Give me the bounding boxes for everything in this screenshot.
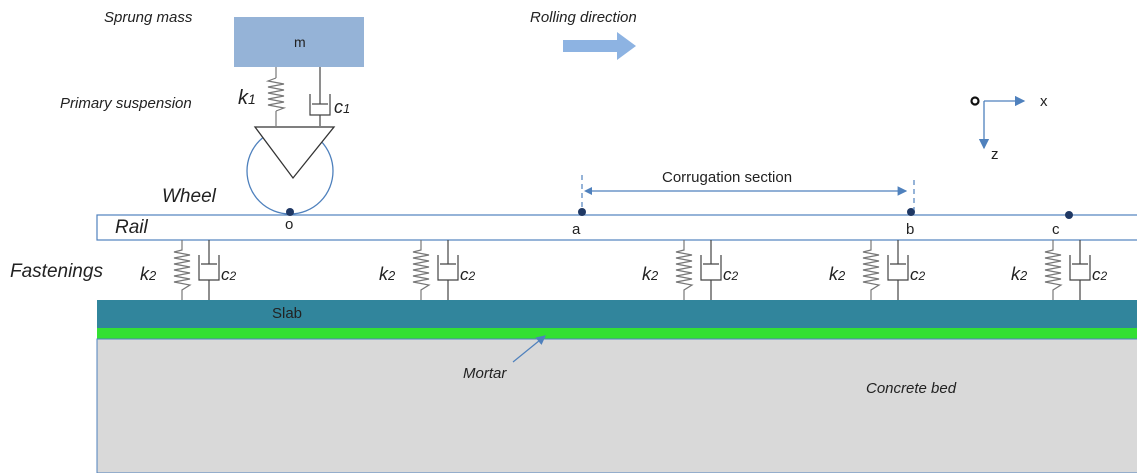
point-a-marker bbox=[578, 208, 586, 216]
fastening-spring bbox=[1044, 240, 1063, 300]
fastening-damper-label: c2 bbox=[460, 265, 476, 284]
point-o-marker bbox=[286, 208, 294, 216]
fastening-damper bbox=[198, 240, 220, 300]
sprung-mass-label: Sprung mass bbox=[104, 9, 193, 26]
mortar-label: Mortar bbox=[463, 365, 507, 382]
primary-spring bbox=[265, 67, 287, 126]
fastening-unit: k2 c2 bbox=[379, 240, 476, 300]
primary-damper bbox=[309, 67, 331, 126]
fastening-unit: k2 c2 bbox=[1011, 240, 1108, 300]
mortar-pointer-arrow bbox=[512, 335, 546, 363]
point-c-marker bbox=[1065, 211, 1073, 219]
wheel-triangle bbox=[253, 126, 336, 180]
wheel-label: Wheel bbox=[162, 186, 217, 207]
fastening-spring bbox=[412, 240, 431, 300]
concrete-bed-layer bbox=[96, 338, 1137, 473]
fastening-spring bbox=[675, 240, 694, 300]
fastening-damper-label: c2 bbox=[910, 265, 926, 284]
point-b-label: b bbox=[906, 221, 914, 238]
slab-label: Slab bbox=[272, 305, 302, 322]
point-a-label: a bbox=[572, 221, 581, 238]
rail-label: Rail bbox=[115, 217, 149, 238]
primary-damper-label: c1 bbox=[334, 97, 350, 117]
fastening-damper-label: c2 bbox=[221, 265, 237, 284]
fastening-spring bbox=[173, 240, 192, 300]
point-b-marker bbox=[907, 208, 915, 216]
sprung-mass-box bbox=[234, 17, 364, 67]
fastening-damper-label: c2 bbox=[723, 265, 739, 284]
rolling-direction-label: Rolling direction bbox=[530, 9, 637, 26]
axis-x-label: x bbox=[1040, 93, 1048, 110]
fastening-spring-label: k2 bbox=[379, 264, 396, 284]
fastening-spring-label: k2 bbox=[1011, 264, 1028, 284]
fastening-spring-label: k2 bbox=[642, 264, 659, 284]
rail-beam bbox=[96, 214, 1137, 241]
rolling-direction-arrow bbox=[563, 32, 636, 60]
point-c-label: c bbox=[1052, 221, 1060, 238]
primary-spring-label: k1 bbox=[238, 87, 256, 109]
concrete-bed-label: Concrete bed bbox=[866, 380, 957, 397]
slab-layer bbox=[97, 300, 1137, 328]
fastening-damper bbox=[1069, 240, 1091, 300]
fastening-spring-label: k2 bbox=[829, 264, 846, 284]
corrugation-span-arrowhead-left bbox=[584, 187, 592, 195]
fastening-spring-label: k2 bbox=[140, 264, 157, 284]
fastening-unit: k2 c2 bbox=[642, 240, 739, 300]
corrugation-section-label: Corrugation section bbox=[662, 169, 792, 186]
fastening-unit: k2 c2 bbox=[829, 240, 926, 300]
mass-symbol: m bbox=[294, 34, 306, 50]
fastening-damper-label: c2 bbox=[1092, 265, 1108, 284]
fastening-damper bbox=[887, 240, 909, 300]
fastening-group: k2 c2 k2 c2 k2 c2 k2 c2 k2 c2 bbox=[140, 240, 1108, 300]
axis-origin-marker bbox=[970, 96, 980, 106]
fastening-unit: k2 c2 bbox=[140, 240, 237, 300]
mortar-layer bbox=[97, 328, 1137, 339]
fastening-damper bbox=[700, 240, 722, 300]
axis-z-label: z bbox=[991, 146, 999, 163]
fastening-spring bbox=[862, 240, 881, 300]
point-o-label: o bbox=[285, 216, 293, 233]
fastening-damper bbox=[437, 240, 459, 300]
primary-suspension-label: Primary suspension bbox=[60, 95, 192, 112]
fastenings-label: Fastenings bbox=[10, 261, 103, 282]
